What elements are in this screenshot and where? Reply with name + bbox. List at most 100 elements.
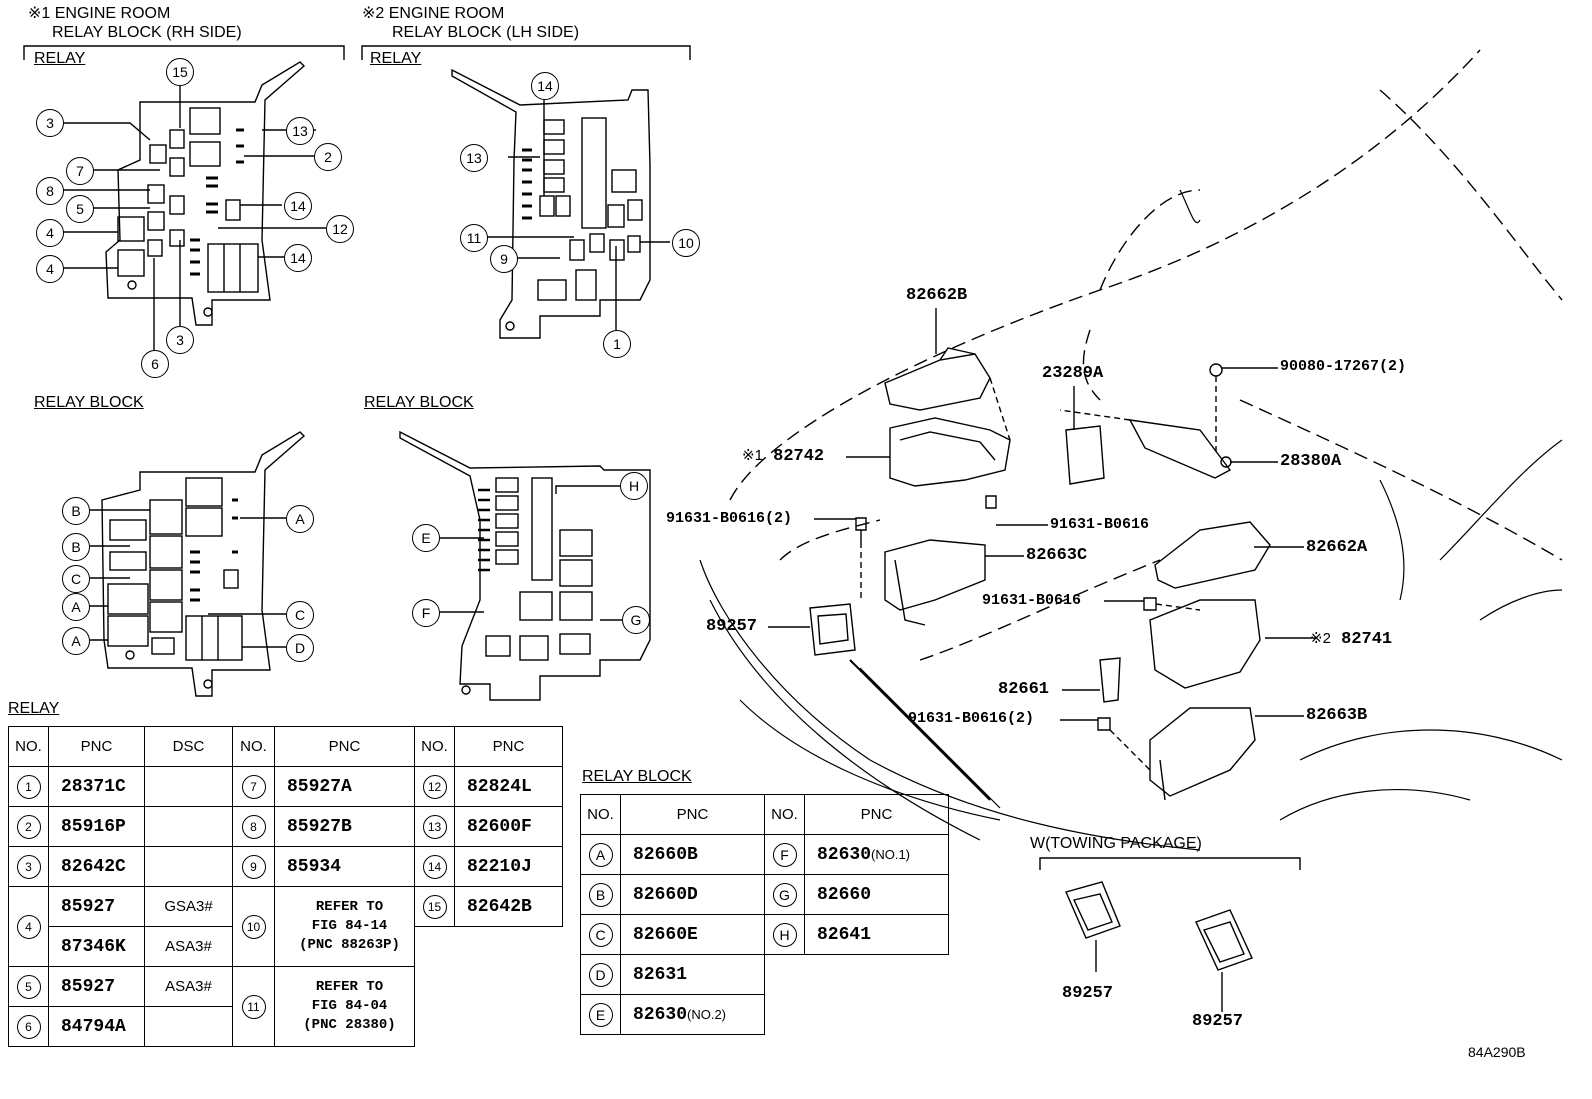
diagram-code: 84A290B [1468, 1044, 1526, 1060]
pnc-cell: 82660D [633, 884, 698, 905]
row-letter: F [772, 842, 797, 867]
rh-relay-block-heading: RELAY BLOCK [34, 394, 144, 411]
part-label-91631-b0616-2: 91631-B0616(2) [666, 510, 793, 527]
pnc-cell: 85927A [274, 766, 415, 807]
table-row: 5 85927 ASA3# 11 REFER TO FIG 84-04 (PNC… [8, 966, 563, 1047]
row-letter: C [588, 922, 613, 947]
row-number: 11 [241, 994, 266, 1019]
header-no: NO. [414, 726, 455, 767]
row-number: 14 [422, 854, 447, 879]
part-label-91631-b0616: 91631-B0616 [1050, 516, 1150, 533]
pnc-cell: 82642C [48, 846, 145, 887]
row-number: 4 [16, 914, 41, 939]
lh-relay-block-heading: RELAY BLOCK [364, 394, 474, 411]
pnc-cell: 85916P [48, 806, 145, 847]
row-number: 7 [241, 774, 266, 799]
row-number: 9 [241, 854, 266, 879]
part-label-82663B: 82663B [1306, 706, 1368, 725]
pnc-cell: 82824L [454, 766, 563, 807]
callout-rh-relay: 12 [326, 215, 354, 243]
header-dsc: DSC [144, 726, 233, 767]
callout-lh-relay: 14 [531, 72, 559, 100]
rh-engine-room-title: ※1 ENGINE ROOM RELAY BLOCK (RH SIDE) [28, 4, 242, 42]
header-pnc: PNC [274, 726, 415, 767]
part-label-28380A: 28380A [1280, 452, 1342, 471]
dsc-cell [144, 1006, 233, 1047]
pnc-cell: 85927B [274, 806, 415, 847]
pnc-cell: 84794A [48, 1006, 145, 1047]
table-row: B 82660D G 82660 [580, 874, 949, 915]
part-label-91631-b0616: 91631-B0616 [982, 592, 1082, 609]
vehicle-outline [729, 49, 1563, 661]
callout-rh-relay: 3 [36, 109, 64, 137]
part-label-82741: 82741 [1341, 630, 1393, 649]
part-label-89257-towing: 89257 [1192, 1012, 1244, 1031]
callout-rh-block: C [286, 601, 314, 629]
header-no: NO. [764, 794, 805, 835]
relay-block-table-title: RELAY BLOCK [582, 768, 692, 785]
row-number: 13 [422, 814, 447, 839]
callout-lh-relay: 9 [490, 245, 518, 273]
pnc-cell: 82630 [817, 844, 872, 865]
rh-relay-heading: RELAY [34, 50, 86, 67]
row-letter: A [588, 842, 613, 867]
pnc-cell: 82660B [633, 844, 698, 865]
row-number: 8 [241, 814, 266, 839]
part-label-90080-17267: 90080-17267(2) [1280, 358, 1407, 375]
callout-rh-relay: 14 [284, 192, 312, 220]
row-number: 6 [16, 1014, 41, 1039]
part-label-89257-towing: 89257 [1062, 984, 1114, 1003]
lh-engine-room-title: ※2 ENGINE ROOM RELAY BLOCK (LH SIDE) [362, 4, 579, 42]
pnc-cell: 85934 [274, 846, 415, 887]
part-label-23289A: 23289A [1042, 364, 1104, 383]
table-row: D 82631 [580, 954, 949, 995]
callout-rh-block: D [286, 634, 314, 662]
towing-package-heading: W(TOWING PACKAGE) [1030, 835, 1202, 852]
callout-rh-relay: 5 [66, 195, 94, 223]
pnc-cell: 87346K [48, 926, 145, 967]
pnc-note: (NO.1) [871, 846, 911, 862]
callout-rh-relay: 3 [166, 326, 194, 354]
lh-relay-block-drawing [451, 68, 670, 339]
callout-rh-relay: 14 [284, 244, 312, 272]
header-no: NO. [8, 726, 49, 767]
row-number: 3 [16, 854, 41, 879]
part-label-89257: 89257 [706, 617, 758, 636]
pnc-cell: 82630 [633, 1004, 688, 1025]
pnc-cell: 82660 [817, 884, 872, 905]
rh-relay-block-drawing [62, 61, 326, 350]
relay-block-table: NO. PNC NO. PNC A 82660B F 82630(NO.1) B… [580, 794, 949, 1035]
pnc-cell: 82600F [454, 806, 563, 847]
callout-rh-relay: 13 [286, 117, 314, 145]
ref-mark-2: ※2 [1310, 630, 1331, 647]
part-label-82662A: 82662A [1306, 538, 1368, 557]
header-pnc: PNC [804, 794, 949, 835]
pnc-note: (NO.2) [687, 1006, 727, 1022]
row-number: 2 [16, 814, 41, 839]
callout-lh-block: H [620, 472, 648, 500]
part-label-82661: 82661 [998, 680, 1050, 699]
lh-title-line-2: RELAY BLOCK (LH SIDE) [392, 24, 580, 41]
table-row: A 82660B F 82630(NO.1) [580, 834, 949, 875]
pnc-cell: 82642B [454, 886, 563, 927]
header-no: NO. [580, 794, 621, 835]
pnc-cell: 82631 [633, 964, 688, 985]
table-row: E 82630(NO.2) [580, 994, 949, 1035]
dsc-cell [144, 806, 233, 847]
pnc-cell: 82641 [817, 924, 872, 945]
row-number: 10 [241, 914, 266, 939]
callout-rh-block: B [62, 533, 90, 561]
row-number: 12 [422, 774, 447, 799]
vehicle-body [699, 189, 1563, 851]
callout-lh-relay: 1 [603, 330, 631, 358]
callout-rh-relay: 7 [66, 157, 94, 185]
pnc-cell-reference: REFER TO FIG 84-14 (PNC 88263P) [274, 886, 415, 967]
table-row: C 82660E H 82641 [580, 914, 949, 955]
pnc-cell: 82210J [454, 846, 563, 887]
row-number: 1 [16, 774, 41, 799]
table-header-row: NO. PNC NO. PNC [580, 794, 949, 835]
relay-table: NO. PNC DSC NO. PNC NO. PNC 1 28371C 7 8… [8, 726, 563, 1047]
dsc-cell: GSA3# [144, 886, 233, 927]
callout-rh-relay: 8 [36, 177, 64, 205]
part-label-82742: 82742 [773, 447, 825, 466]
